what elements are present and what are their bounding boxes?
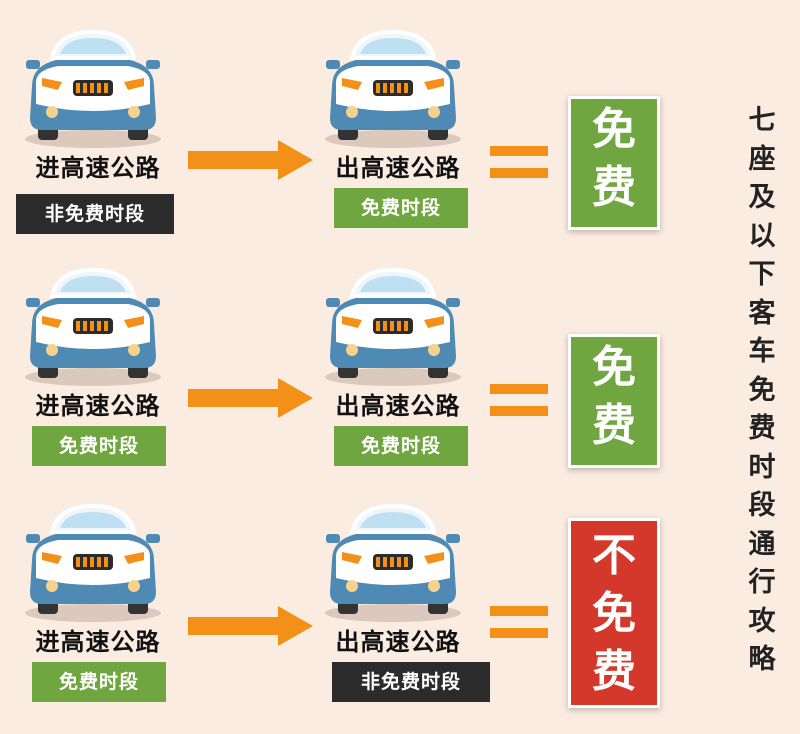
result-char: 免 [592, 342, 636, 393]
side-title-char: 客 [748, 297, 776, 329]
side-title-char: 座 [748, 143, 776, 175]
side-title-char: 车 [748, 336, 776, 367]
side-title-char: 通 [748, 528, 776, 560]
result-char: 费 [592, 162, 636, 213]
result-char: 免 [592, 588, 636, 639]
entry-tag: 免费时段 [32, 662, 166, 702]
result-char: 不 [592, 530, 636, 581]
side-title-char: 七 [748, 105, 776, 136]
car-icon [318, 500, 468, 625]
result-badge: 免 费 [568, 334, 660, 468]
side-title-char: 行 [748, 567, 776, 598]
side-title-char: 免 [748, 374, 776, 406]
side-title-char: 费 [748, 413, 776, 444]
result-char: 费 [592, 400, 636, 451]
entry-label: 进高速公路 [35, 154, 161, 182]
car-icon [18, 264, 168, 389]
side-title-char: 段 [748, 490, 776, 521]
arrow-right-icon [188, 138, 313, 182]
exit-tag: 免费时段 [334, 426, 468, 466]
arrow-right-icon [188, 376, 313, 420]
exit-tag: 非免费时段 [332, 662, 490, 702]
side-title-char: 攻 [748, 605, 776, 637]
side-title: 七 座 及 以 下 客 车 免 费 时 段 通 行 攻 略 [744, 102, 780, 680]
car-icon [18, 26, 168, 151]
row-2: 进高速公路 免费时段 出高速公路 免费时段 免 费 [0, 258, 720, 498]
exit-label: 出高速公路 [335, 392, 461, 420]
result-char: 免 [592, 104, 636, 155]
arrow-right-icon [188, 604, 313, 648]
entry-tag: 免费时段 [32, 426, 166, 466]
equals-icon [490, 606, 548, 638]
entry-label: 进高速公路 [35, 628, 161, 656]
exit-tag: 免费时段 [334, 188, 468, 228]
entry-label: 进高速公路 [35, 392, 161, 420]
equals-icon [490, 384, 548, 416]
entry-tag: 非免费时段 [16, 194, 174, 234]
equals-icon [490, 146, 548, 178]
result-badge: 免 费 [568, 96, 660, 230]
exit-label: 出高速公路 [335, 628, 461, 656]
car-icon [18, 500, 168, 625]
car-icon [318, 26, 468, 151]
result-badge: 不 免 费 [568, 518, 660, 708]
row-3: 进高速公路 免费时段 出高速公路 非免费时段 不 免 费 [0, 494, 720, 734]
side-title-char: 下 [748, 259, 776, 290]
row-1: 进高速公路 非免费时段 出高速公路 免费时段 免 费 [0, 20, 720, 260]
side-title-char: 时 [748, 451, 776, 483]
exit-label: 出高速公路 [335, 154, 461, 182]
car-icon [318, 264, 468, 389]
result-char: 费 [592, 646, 636, 697]
side-title-char: 略 [748, 644, 776, 675]
side-title-char: 及 [748, 182, 776, 213]
side-title-char: 以 [748, 220, 776, 252]
